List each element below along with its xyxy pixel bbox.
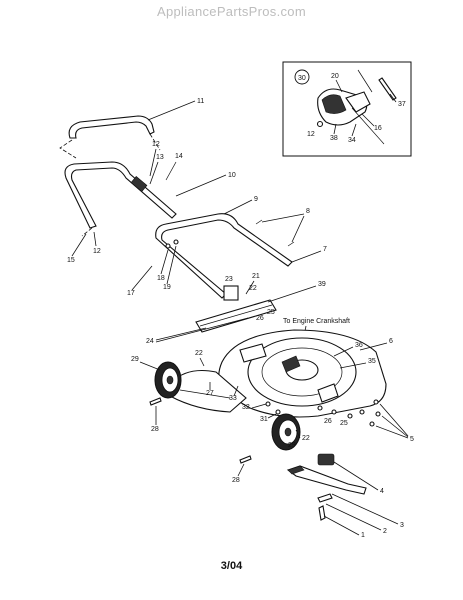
lower-handle: 9 8 7 17 18 19 <box>127 196 327 299</box>
callout-26-upper: 26 <box>256 315 264 322</box>
callout-28-rear: 28 <box>151 426 159 433</box>
callout-28-front: 28 <box>232 477 240 484</box>
callout-12-lower: 12 <box>93 248 101 255</box>
callout-29-front: 29 <box>288 442 296 449</box>
callout-39: 39 <box>318 281 326 288</box>
callout-25-lower: 25 <box>340 420 348 427</box>
callout-14: 14 <box>175 153 183 160</box>
callout-22-upper: 22 <box>249 285 257 292</box>
callout-38: 38 <box>330 135 338 142</box>
mower-deck: 6 36 35 33 <box>169 329 393 418</box>
callout-34: 34 <box>348 137 356 144</box>
middle-handle: 10 12 13 14 15 12 <box>64 141 236 264</box>
callout-12-inset: 12 <box>307 131 315 138</box>
rear-wheel: 29 22 27 28 <box>131 350 214 433</box>
front-wheel: 29 22 32 31 26 25 5 28 <box>232 399 414 484</box>
callout-31: 31 <box>260 416 268 423</box>
callout-18: 18 <box>157 275 165 282</box>
inset-detail: 30 20 37 16 12 38 34 <box>282 61 412 157</box>
callout-1: 1 <box>361 532 365 539</box>
callout-5: 5 <box>410 436 414 443</box>
callout-22-mid: 22 <box>195 350 203 357</box>
callout-37: 37 <box>398 101 406 108</box>
callout-9: 9 <box>254 196 258 203</box>
blade-assembly: 4 3 2 1 <box>286 453 404 539</box>
rear-deflector: 23 21 22 39 24 25 26 To Engine Crankshaf… <box>146 273 350 347</box>
callout-4: 4 <box>380 488 384 495</box>
callout-35: 35 <box>368 358 376 365</box>
callout-24: 24 <box>146 338 154 345</box>
callout-3: 3 <box>400 522 404 529</box>
callout-17: 17 <box>127 290 135 297</box>
date-code: 3/04 <box>220 560 243 572</box>
callout-15: 15 <box>67 257 75 264</box>
callout-22-lower: 22 <box>302 435 310 442</box>
callout-21: 21 <box>252 273 260 280</box>
caption-engine-crankshaft: To Engine Crankshaft <box>283 318 350 325</box>
callout-36: 36 <box>355 342 363 349</box>
callout-33: 33 <box>229 395 237 402</box>
callout-16: 16 <box>374 125 382 132</box>
callout-19: 19 <box>163 284 171 291</box>
callout-13: 13 <box>156 154 164 161</box>
callout-12-upper: 12 <box>152 141 160 148</box>
callout-7: 7 <box>323 246 327 253</box>
callout-10: 10 <box>228 172 236 179</box>
callout-26-lower: 26 <box>324 418 332 425</box>
callout-23: 23 <box>225 276 233 283</box>
callout-8: 8 <box>306 208 310 215</box>
callout-29-rear: 29 <box>131 356 139 363</box>
watermark: AppliancePartsPros.com <box>157 4 306 19</box>
callout-32: 32 <box>242 404 250 411</box>
callout-25-upper: 25 <box>267 309 275 316</box>
callout-11: 11 <box>197 98 204 105</box>
inset-number-30: 30 <box>298 75 306 82</box>
upper-handle: 11 <box>59 98 204 159</box>
callout-6: 6 <box>389 338 393 345</box>
callout-27: 27 <box>206 390 214 397</box>
callout-20: 20 <box>331 73 339 80</box>
callout-2: 2 <box>383 528 387 535</box>
